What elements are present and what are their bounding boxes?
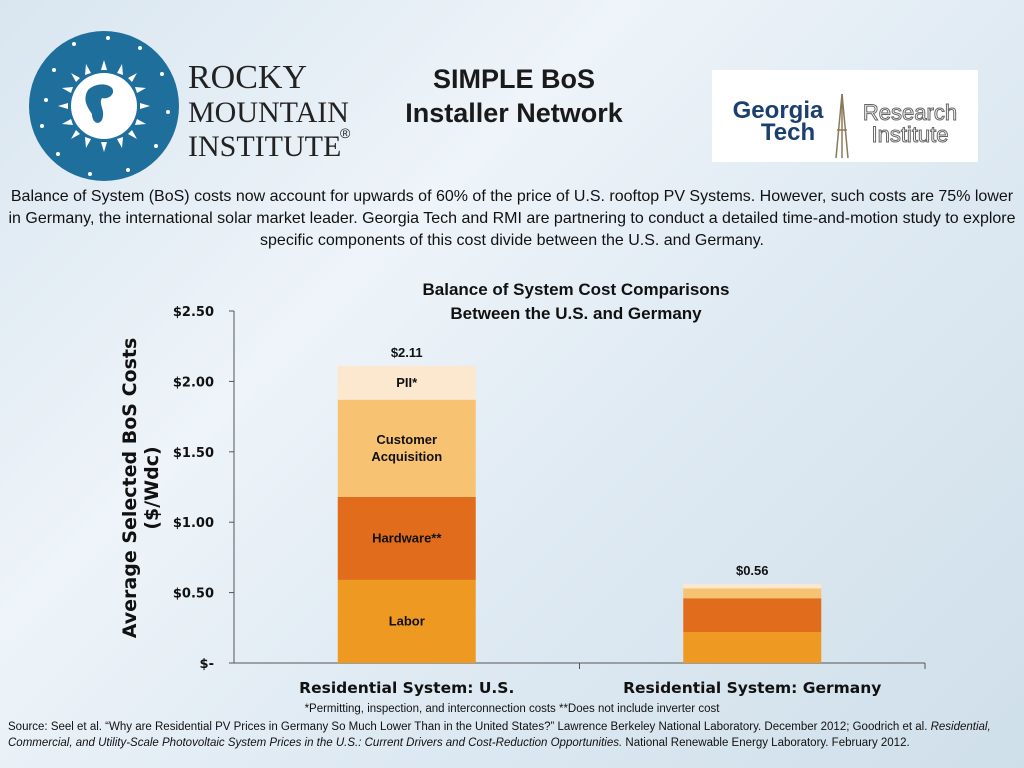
category-label: Residential System: U.S. xyxy=(299,679,514,697)
rmi-sun-rays xyxy=(58,60,150,152)
bar-segment xyxy=(683,632,822,663)
total-label: $2.11 xyxy=(391,345,423,360)
rmi-logo: ROCKY MOUNTAIN INSTITUTE ® xyxy=(29,31,351,181)
intro-paragraph: Balance of System (BoS) costs now accoun… xyxy=(8,188,1016,249)
rmi-stars xyxy=(40,36,170,176)
gtri-word-tech: Tech xyxy=(761,119,815,146)
bar-segment xyxy=(337,365,476,400)
page-title-line2: Installer Network xyxy=(405,98,623,128)
bar-segment xyxy=(337,399,476,497)
segment-label: Customer xyxy=(376,432,437,447)
bar-segment xyxy=(683,588,822,599)
source-text-part1: Source: Seel et al. “Why are Residential… xyxy=(8,721,931,733)
rmi-globe-continents xyxy=(85,84,114,123)
y-axis-label-line2: ($/Wdc) xyxy=(141,446,163,529)
gtri-word-research: Research xyxy=(863,100,957,125)
bos-cost-chart: Balance of System Cost Comparisons Betwe… xyxy=(119,280,926,697)
source-citation: Source: Seel et al. “Why are Residential… xyxy=(8,719,1018,751)
chart-footnote: *Permitting, inspection, and interconnec… xyxy=(304,703,720,715)
total-label: $0.56 xyxy=(736,563,769,578)
y-axis-label-line1: Average Selected BoS Costs xyxy=(119,338,141,639)
bar-segment xyxy=(683,584,822,589)
gtri-logo: Georgia Tech Research Institute xyxy=(712,70,978,162)
source-text-part2: National Renewable Energy Laboratory. Fe… xyxy=(622,737,910,749)
bar-segment xyxy=(337,579,476,663)
page-title: SIMPLE BoS Installer Network xyxy=(364,62,664,130)
category-label: Residential System: Germany xyxy=(623,679,881,697)
rmi-name-line2: MOUNTAIN xyxy=(188,96,349,129)
segment-label: Labor xyxy=(389,613,425,628)
gtri-tower-icon xyxy=(835,93,849,159)
y-tick-label: $2.50 xyxy=(173,305,214,320)
chart-title-line1: Balance of System Cost Comparisons xyxy=(422,280,729,299)
gtri-word-georgia: Georgia xyxy=(733,97,824,124)
registered-mark: ® xyxy=(340,125,351,141)
rmi-name-line3: INSTITUTE xyxy=(188,130,341,163)
page-title-line1: SIMPLE BoS xyxy=(432,64,595,94)
chart-title-line2: Between the U.S. and Germany xyxy=(450,304,702,323)
source-text-italic: Residential, Commercial, and Utility-Sca… xyxy=(8,721,991,749)
bar-segment xyxy=(337,496,476,580)
y-tick-label: $1.00 xyxy=(173,516,214,531)
y-tick-label: $1.50 xyxy=(173,446,214,461)
gtri-word-institute: Institute xyxy=(871,122,948,147)
y-tick-label: $2.00 xyxy=(173,375,214,390)
segment-label: PII* xyxy=(396,375,418,390)
bar-segment xyxy=(683,598,822,633)
y-tick-label: $- xyxy=(200,657,214,672)
y-tick-label: $0.50 xyxy=(173,587,214,602)
rmi-globe xyxy=(71,73,137,139)
rmi-name-line1: ROCKY xyxy=(188,59,307,96)
segment-label: Acquisition xyxy=(371,449,442,464)
segment-label: Hardware** xyxy=(372,530,442,545)
